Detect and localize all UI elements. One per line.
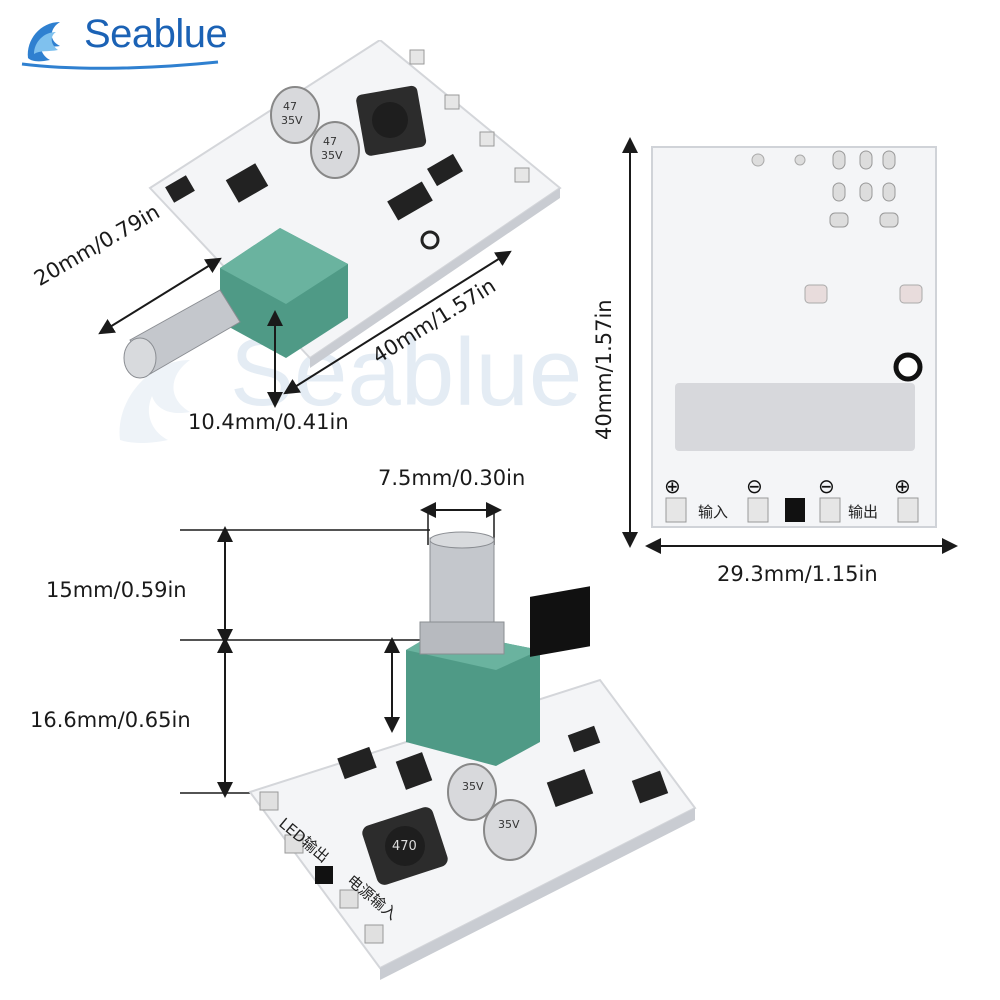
label-input: 输入 [698,503,728,521]
cap-voltage-1: 35V [281,114,303,127]
cap-voltage-2: 35V [321,149,343,162]
svg-text:⊕: ⊕ [664,474,681,498]
seablue-wave-icon [27,22,61,62]
dim-shaft-length: 15mm/0.59in [46,578,187,602]
dim-shaft-diameter: 7.5mm/0.30in [378,466,526,490]
capacitor-bottom-1 [447,763,497,821]
svg-text:⊖: ⊖ [746,474,763,498]
mounting-hole [893,352,923,382]
cap-bottom-voltage-2: 35V [498,818,520,831]
watermark-wave [119,360,190,443]
dim-pot-height: 16.6mm/0.65in [30,708,191,732]
dim-back-width: 29.3mm/1.15in [717,562,878,586]
board-back-view: ⊕ ⊖ ⊖ ⊕ 输入 输出 [651,146,937,528]
board-side-view: LED输出 电源输入 470 35V 35V [248,531,697,980]
svg-text:⊖: ⊖ [818,474,835,498]
svg-text:⊕: ⊕ [894,474,911,498]
cap-label-2: 47 [323,135,337,148]
capacitor-2 [310,121,360,179]
dim-top-height: 10.4mm/0.41in [188,410,349,434]
cap-bottom-voltage-1: 35V [462,780,484,793]
brand-logo-text: Seablue [84,12,228,56]
capacitor-1 [270,86,320,144]
pcb-back [651,146,937,528]
logo-underline [21,60,219,70]
dim-back-height: 40mm/1.57in [592,299,616,440]
capacitor-bottom-2 [483,799,537,861]
label-output: 输出 [848,503,878,521]
cap-label-1: 47 [283,100,297,113]
inductor-label: 470 [392,839,417,854]
